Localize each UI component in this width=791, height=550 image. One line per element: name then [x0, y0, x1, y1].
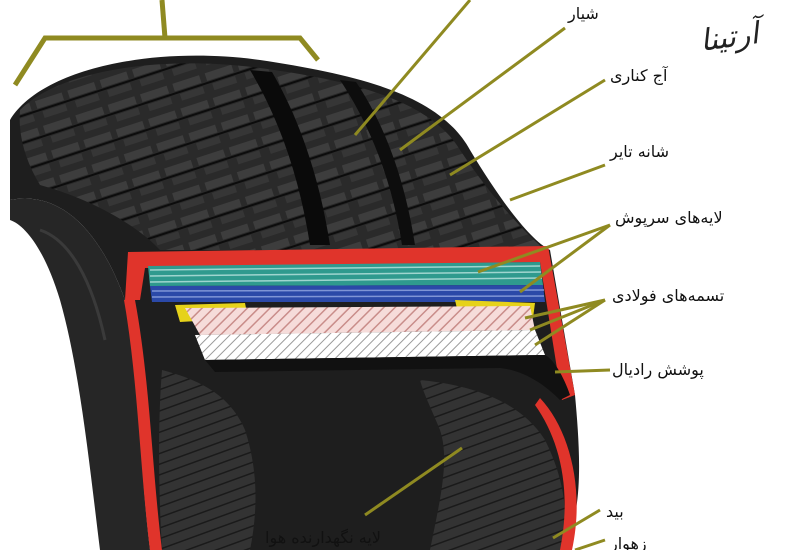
label-bead: بید — [606, 502, 624, 521]
tread-pattern — [19, 63, 545, 250]
steel-belt-layer — [150, 285, 545, 302]
label-shoulder: شانه تایر — [610, 142, 670, 161]
red-outer-layer — [125, 246, 575, 400]
center-groove — [250, 70, 330, 245]
sidewall — [10, 198, 150, 550]
label-edge-tread: آج کناری — [610, 66, 668, 85]
label-steel-belts: تسمه‌های فولادی — [612, 286, 725, 305]
tread-bracket — [12, 0, 320, 87]
inner-liner-layer — [195, 330, 545, 360]
label-bead-filler: زهوار — [610, 534, 647, 550]
label-cap-plies: لایه‌های سرپوش — [615, 208, 723, 227]
label-inner-liner: لایه نگهدارنده هوا — [265, 528, 381, 547]
radial-ply-layer — [185, 306, 535, 335]
label-radial-ply: پوشش رادیال — [612, 360, 704, 379]
label-groove: شیار — [568, 4, 599, 23]
leader-lines — [353, 0, 611, 550]
inner-sidewall — [420, 380, 565, 550]
